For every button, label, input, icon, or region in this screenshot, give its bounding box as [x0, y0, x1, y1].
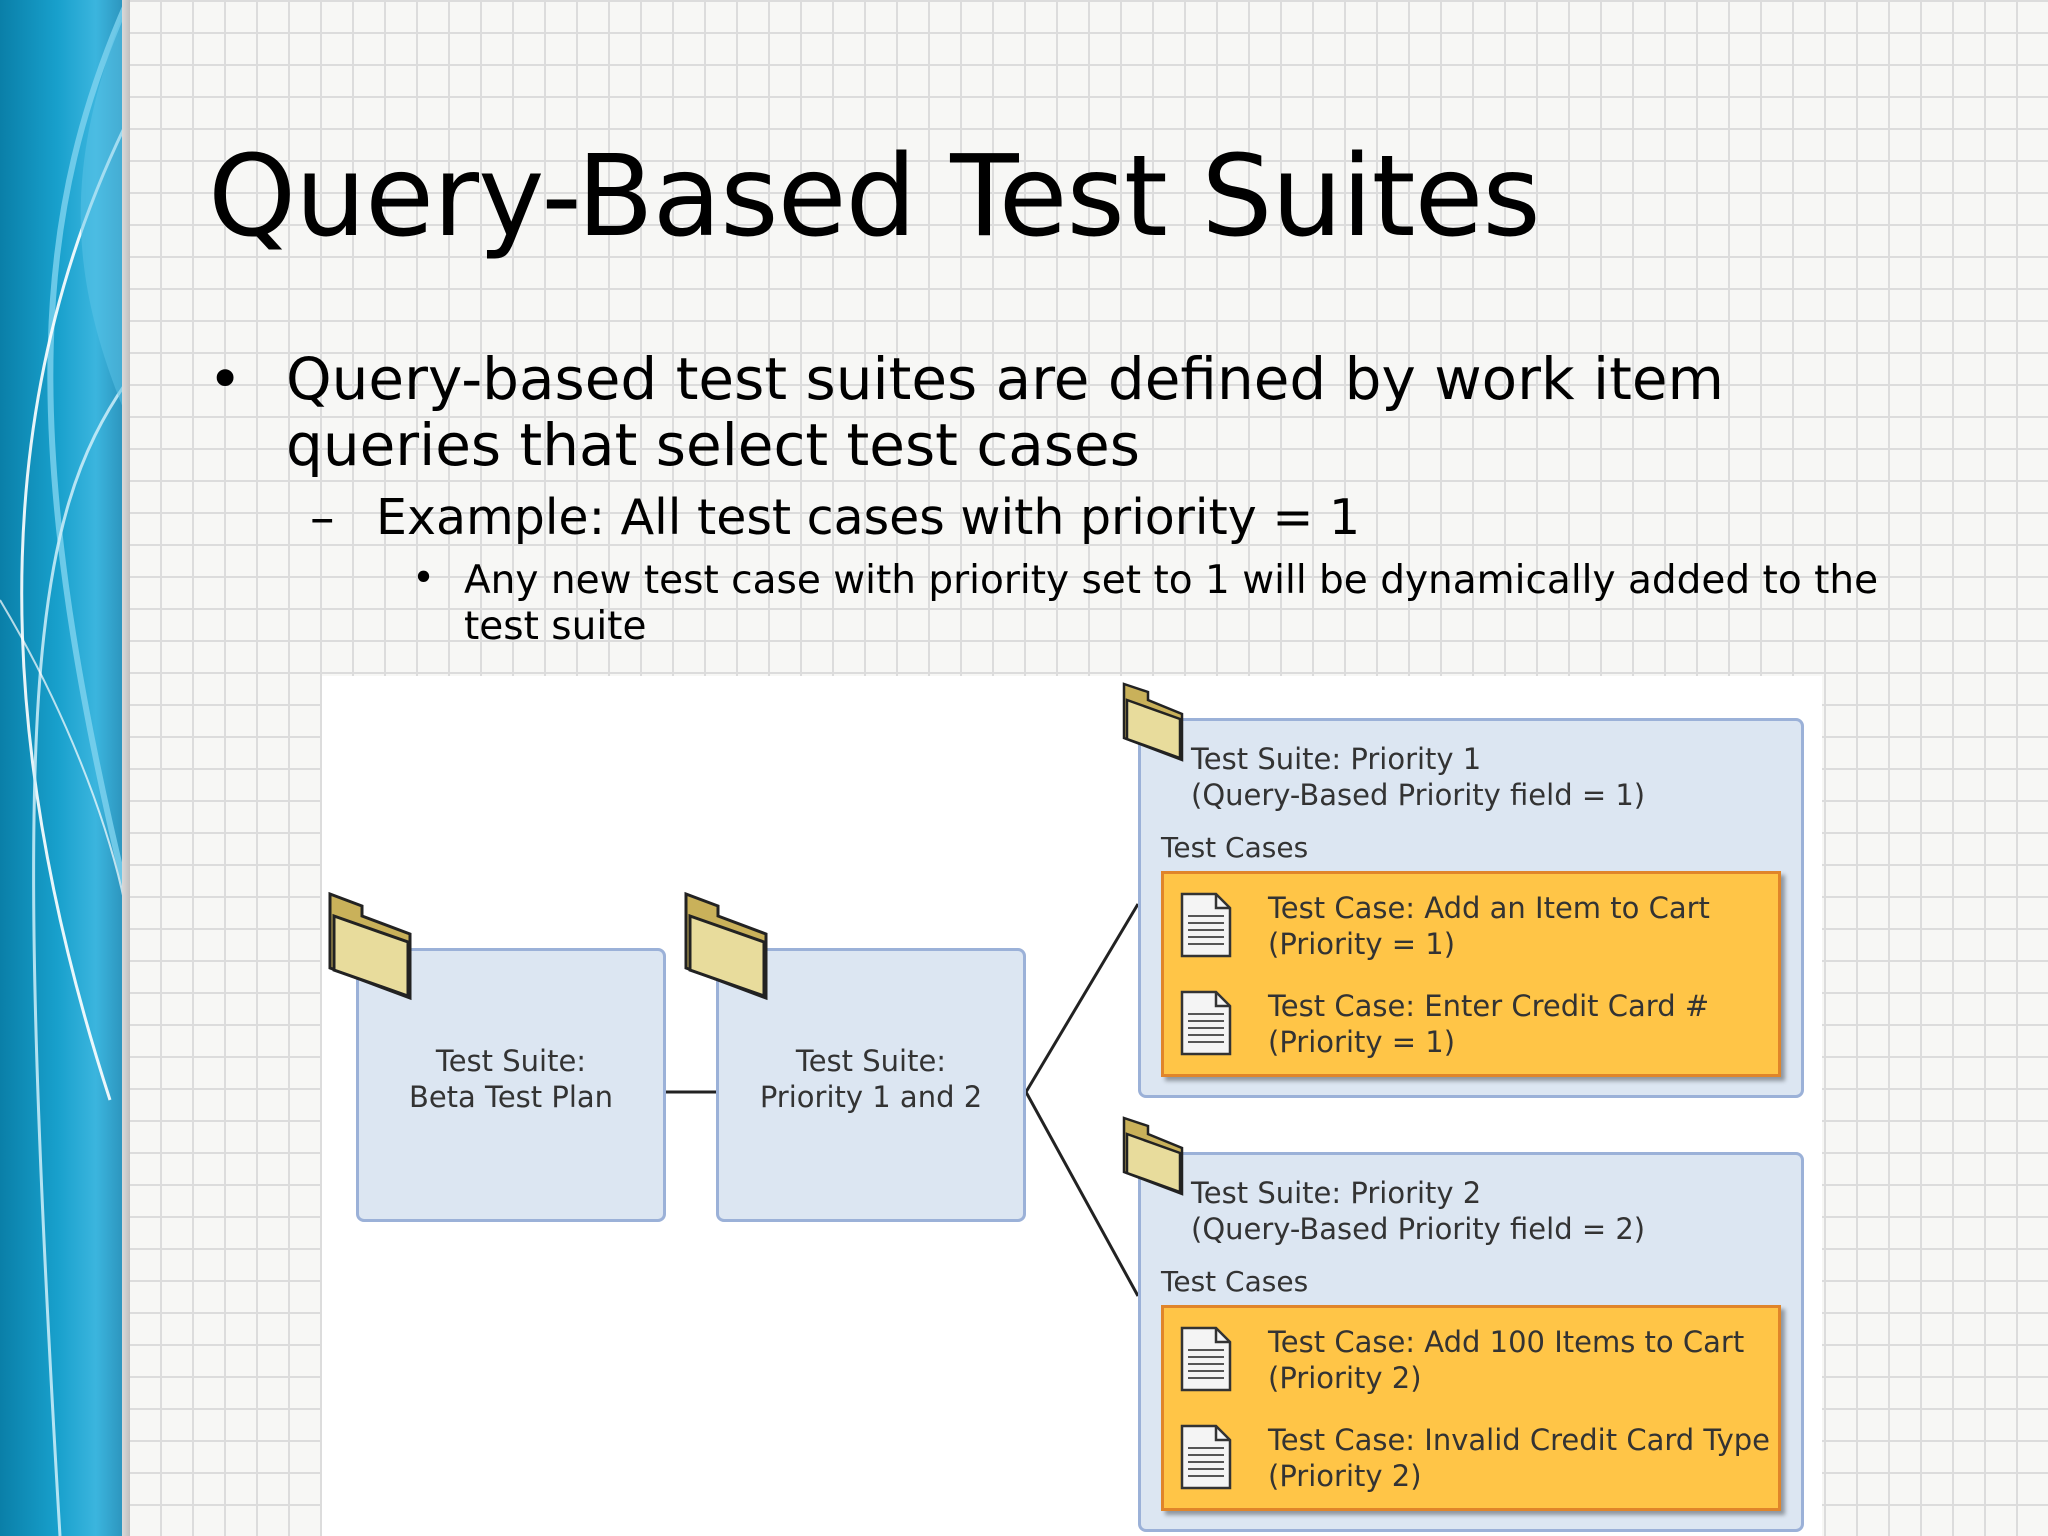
test-case-item[interactable]: Test Case: Add an Item to Cart (Priority… — [1178, 890, 1768, 962]
test-case-priority: (Priority 2) — [1268, 1459, 1422, 1493]
suite-priority-2-group[interactable]: Test Suite: Priority 2 (Query-Based Prio… — [1138, 1152, 1804, 1532]
connector-lines — [664, 903, 1140, 1297]
document-icon — [1180, 990, 1232, 1056]
folder-icon — [684, 891, 768, 1001]
group-title: Test Suite: Priority 1 — [1191, 742, 1482, 776]
suite-priority-1-and-2[interactable]: Test Suite: Priority 1 and 2 — [716, 948, 1026, 1222]
bullet-text: Any new test case with priority set to 1… — [464, 558, 1879, 649]
sidebar-divider — [122, 0, 130, 1536]
bullet-marker: • — [208, 345, 243, 413]
document-icon — [1180, 892, 1232, 958]
test-case-title: Test Case: Enter Credit Card # — [1268, 989, 1710, 1023]
suite-label-line2: Priority 1 and 2 — [759, 1080, 983, 1114]
test-cases-label: Test Cases — [1161, 831, 1309, 864]
folder-icon — [328, 891, 412, 1001]
bullet-marker: • — [412, 556, 436, 601]
slide-title: Query-Based Test Suites — [208, 132, 1541, 262]
suite-label-line1: Test Suite: — [795, 1044, 947, 1078]
suite-label-line1: Test Suite: — [435, 1044, 587, 1078]
test-case-priority: (Priority 2) — [1268, 1361, 1422, 1395]
sidebar-swirl-graphic — [0, 0, 128, 1536]
test-case-title: Test Case: Invalid Credit Card Type — [1268, 1423, 1770, 1457]
folder-icon — [1122, 682, 1184, 762]
group-query: (Query-Based Priority field = 1) — [1191, 778, 1646, 812]
test-case-item[interactable]: Test Case: Enter Credit Card # (Priority… — [1178, 988, 1768, 1060]
test-case-title: Test Case: Add an Item to Cart — [1268, 891, 1710, 925]
test-cases-list: Test Case: Add an Item to Cart (Priority… — [1161, 871, 1781, 1077]
document-icon — [1180, 1326, 1232, 1392]
suite-priority-1-group[interactable]: Test Suite: Priority 1 (Query-Based Prio… — [1138, 718, 1804, 1098]
folder-icon — [1122, 1116, 1184, 1196]
group-title: Test Suite: Priority 2 — [1191, 1176, 1482, 1210]
suite-label-line2: Beta Test Plan — [408, 1080, 614, 1114]
test-cases-list: Test Case: Add 100 Items to Cart (Priori… — [1161, 1305, 1781, 1511]
bullet-marker: – — [310, 489, 335, 546]
document-icon — [1180, 1424, 1232, 1490]
bullet-level-3: • Any new test case with priority set to… — [412, 556, 1892, 650]
group-query: (Query-Based Priority field = 2) — [1191, 1212, 1646, 1246]
test-suite-diagram: Test Suite: Beta Test Plan Test Suite: P… — [322, 676, 1822, 1536]
bullet-level-1: • Query-based test suites are defined by… — [208, 346, 1908, 478]
test-cases-label: Test Cases — [1161, 1265, 1309, 1298]
test-case-priority: (Priority = 1) — [1268, 927, 1456, 961]
bullet-level-2: – Example: All test cases with priority … — [310, 490, 1910, 546]
test-case-priority: (Priority = 1) — [1268, 1025, 1456, 1059]
bullet-text: Example: All test cases with priority = … — [376, 489, 1361, 546]
test-case-title: Test Case: Add 100 Items to Cart — [1268, 1325, 1745, 1359]
test-case-item[interactable]: Test Case: Add 100 Items to Cart (Priori… — [1178, 1324, 1768, 1396]
bullet-text: Query-based test suites are defined by w… — [286, 345, 1725, 479]
decorative-sidebar — [0, 0, 128, 1536]
test-case-item[interactable]: Test Case: Invalid Credit Card Type (Pri… — [1178, 1422, 1770, 1494]
